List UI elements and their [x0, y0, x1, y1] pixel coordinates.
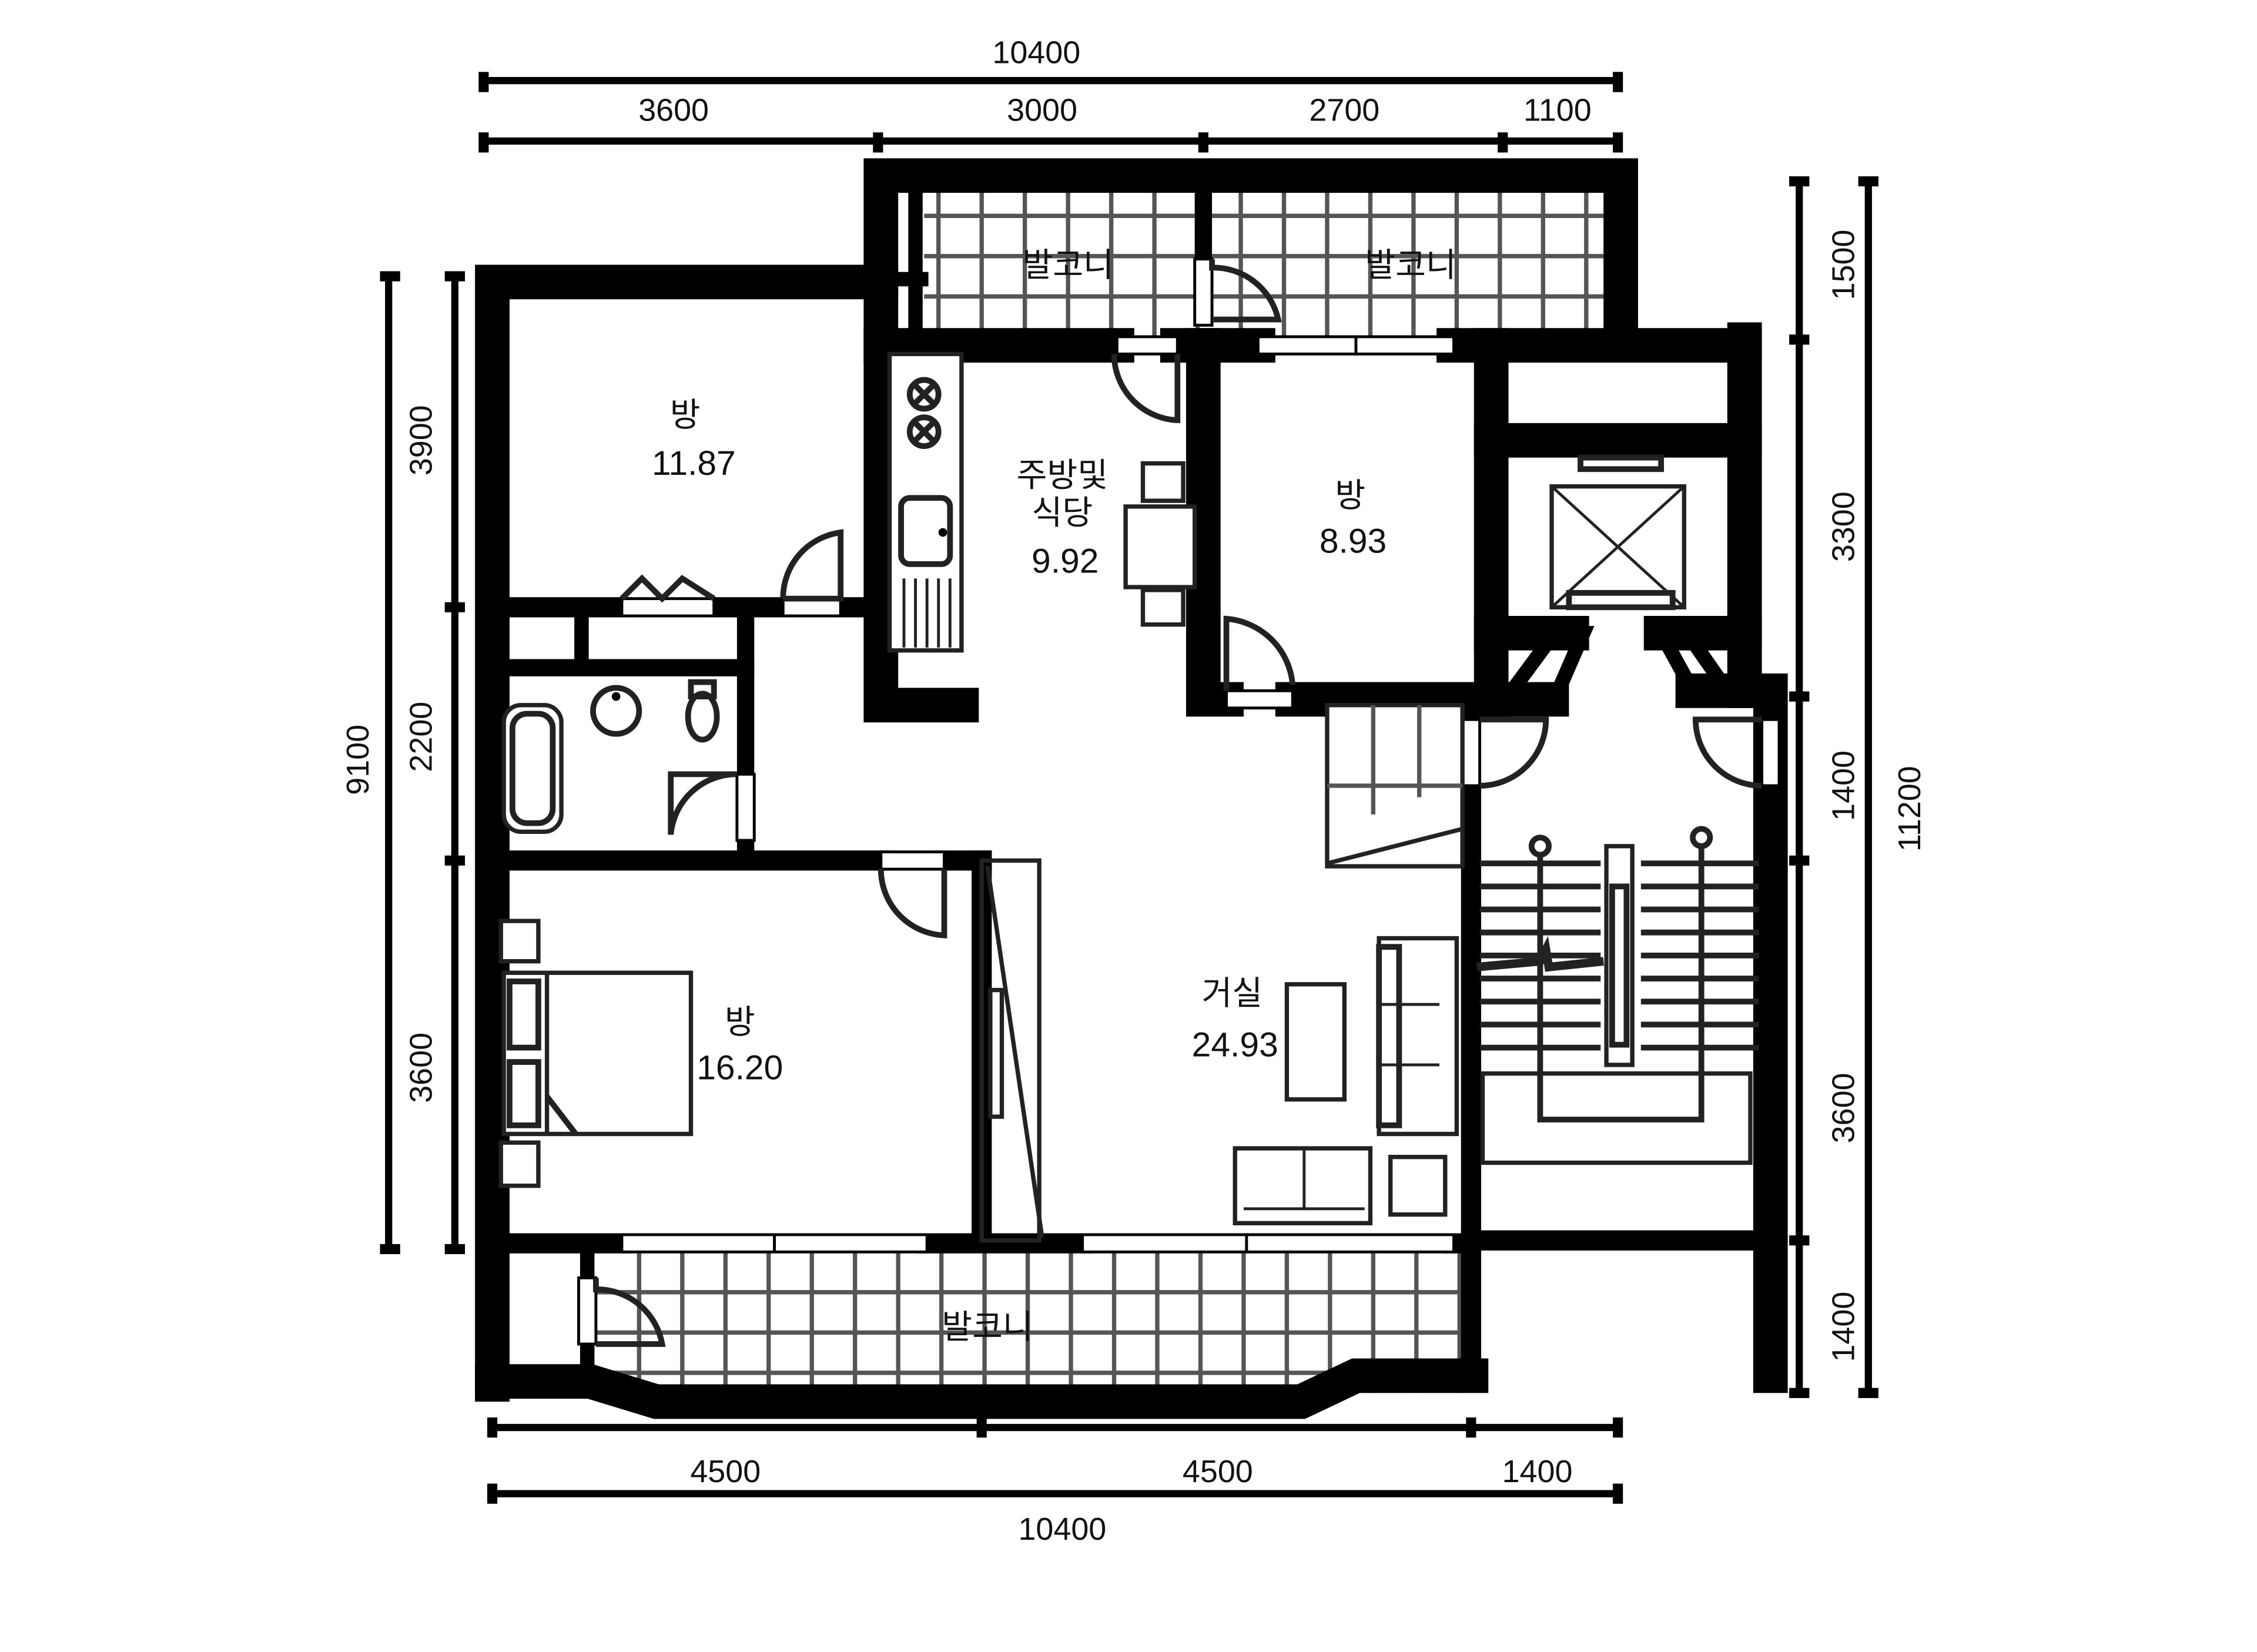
dim-bottom-seg-2: 4500 — [1183, 1454, 1253, 1489]
room-labels: 발코니 발코니 방 11.87 주방및 식당 9.92 방 8.93 거실 24… — [652, 246, 1456, 1346]
balcony-top-left-label: 발코니 — [1022, 246, 1113, 284]
walls — [475, 158, 1788, 1419]
living-name: 거실 — [1202, 974, 1263, 1013]
kitchen-name-line1: 주방및 — [1017, 457, 1108, 495]
stair-landing — [1325, 703, 1465, 869]
dim-right-seg-1: 1500 — [1826, 230, 1861, 300]
dim-left-seg-3: 3600 — [404, 1033, 439, 1103]
dim-bottom-total: 10400 — [1018, 1512, 1106, 1547]
dim-top-seg-1: 3600 — [638, 93, 709, 128]
dim-left-seg-2: 2200 — [404, 702, 439, 772]
dim-right-seg-3: 1400 — [1826, 750, 1861, 821]
dim-right-seg-4: 3600 — [1826, 1073, 1861, 1144]
room-1-name: 방 — [670, 396, 701, 434]
dim-left-seg-1: 3900 — [404, 405, 439, 475]
windows — [577, 257, 1781, 1346]
dim-bottom-seg-1: 4500 — [690, 1454, 761, 1489]
kitchen-counter — [887, 351, 964, 653]
dim-left-outer: 9100 — [340, 725, 376, 795]
dim-top-seg-3: 2700 — [1309, 93, 1379, 128]
kitchen-name-line2: 식당 — [1032, 494, 1093, 532]
room-3-name: 방 — [725, 1003, 755, 1041]
dim-bottom-seg-3: 1400 — [1502, 1454, 1573, 1489]
balcony-bottom-label: 발코니 — [942, 1308, 1033, 1346]
sliding-door — [979, 858, 1044, 1243]
balcony-tiles — [595, 184, 1612, 1393]
room-2-area: 8.93 — [1320, 522, 1387, 560]
dim-right-seg-2: 3300 — [1826, 491, 1861, 562]
dim-top-total: 10400 — [992, 35, 1080, 71]
room-2-name: 방 — [1335, 477, 1365, 515]
bathroom-fixtures — [501, 679, 720, 834]
dining-table — [1123, 461, 1197, 627]
dimension-labels: 10400 3600 3000 2700 1100 4500 4500 1400… — [340, 35, 1927, 1547]
room-1-area: 11.87 — [652, 444, 736, 482]
dimension-lines — [380, 72, 1878, 1504]
dim-top-seg-2: 3000 — [1007, 93, 1077, 128]
door-swings — [592, 259, 1762, 1347]
living-area: 24.93 — [1192, 1026, 1278, 1064]
elevator — [1491, 454, 1742, 707]
balcony-top-right-label: 발코니 — [1365, 246, 1456, 284]
room-3-area: 16.20 — [696, 1048, 783, 1087]
bed — [498, 919, 694, 1188]
stairs — [1476, 826, 1759, 1165]
dim-right-seg-5: 1400 — [1826, 1292, 1861, 1362]
dim-right-outer: 11200 — [1892, 766, 1927, 852]
kitchen-area: 9.92 — [1032, 542, 1099, 581]
living-furniture — [1233, 936, 1459, 1225]
dim-top-seg-4: 1100 — [1523, 93, 1592, 128]
